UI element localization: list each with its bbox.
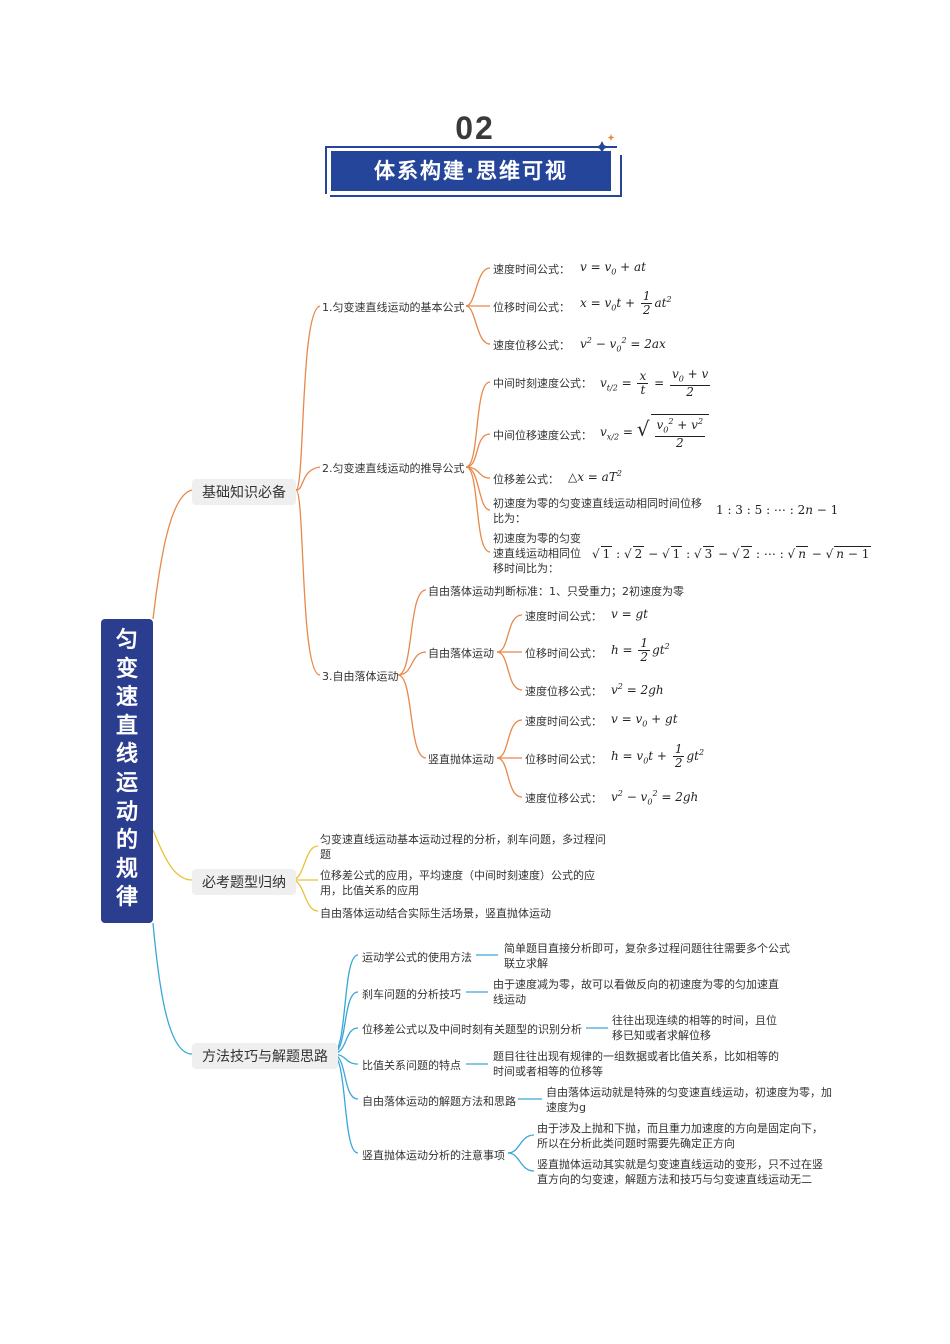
- vert-vx-label: 速度位移公式：: [525, 792, 602, 805]
- vert-vt-formula: v = v0 + gt: [611, 712, 678, 729]
- vx-formula: v2 − v02 = 2ax: [580, 336, 666, 354]
- mid-time-label: 中间时刻速度公式：: [493, 377, 592, 390]
- mid-pos-label: 中间位移速度公式：: [493, 429, 592, 442]
- vert-vt-label: 速度时间公式：: [525, 715, 602, 728]
- method-detail: 由于速度减为零，故可以看做反向的初速度为零的匀加速直线运动: [493, 978, 779, 1006]
- delta-formula: △x = aT2: [568, 469, 622, 484]
- method-detail: 往往出现连续的相等的时间，且位移已知或者求解位移: [612, 1014, 777, 1042]
- method-detail-2: 竖直抛体运动其实就是匀变速直线运动的变形，只不过在竖直方向的匀变速，解题方法和技…: [537, 1158, 823, 1186]
- section-number: 02: [455, 110, 495, 146]
- method-label[interactable]: 刹车问题的分析技巧: [362, 988, 461, 1001]
- branch-basics[interactable]: 基础知识必备: [192, 479, 296, 505]
- ff-vt-label: 速度时间公式：: [525, 610, 602, 623]
- root-label: 匀变速直线运动的规律: [115, 628, 138, 911]
- branch-exam[interactable]: 必考题型归纳: [192, 869, 296, 895]
- method-detail: 题目往往出现有规律的一组数据或者比值关系，比如相等的时间或者相等的位移等: [493, 1050, 779, 1078]
- method-detail: 自由落体运动就是特殊的匀变速直线运动，初速度为零，加速度为g: [546, 1086, 832, 1114]
- equal-time-label: 初速度为零的匀变速直线运动相同时间位移比为：: [493, 497, 702, 525]
- xt-label: 位移时间公式：: [493, 301, 570, 314]
- derived-formulas-node[interactable]: 2.匀变速直线运动的推导公式: [322, 462, 465, 475]
- method-detail: 由于涉及上抛和下抛，而且重力加速度的方向是固定向下，所以在分析此类问题时需要先确…: [537, 1122, 823, 1150]
- exam-item: 位移差公式的应用，平均速度（中间时刻速度）公式的应用，比值关系的应用: [320, 869, 595, 897]
- equal-disp-label: 初速度为零的匀变速直线运动相同位移时间比为：: [493, 532, 581, 575]
- ff-vt-formula: v = gt: [611, 607, 648, 621]
- banner-frame-bottom: [330, 155, 622, 197]
- method-label[interactable]: 运动学公式的使用方法: [362, 951, 472, 964]
- method-label[interactable]: 位移差公式以及中间时刻有关题型的识别分析: [362, 1023, 582, 1036]
- vt-formula: v = v0 + at: [580, 260, 647, 277]
- vx-label: 速度位移公式：: [493, 339, 570, 352]
- ff-vx-formula: v2 = 2gh: [611, 682, 664, 697]
- banner-title: 体系构建·思维可视: [331, 151, 611, 191]
- vert-xt-label: 位移时间公式：: [525, 753, 602, 766]
- banner-frame: [325, 146, 617, 194]
- equal-disp-formula: √1 : √2 − √1 : √3 − √2 : ⋯ : √n − √n − 1: [592, 546, 872, 561]
- vertical-node[interactable]: 竖直抛体运动: [428, 753, 494, 766]
- free-fall-node[interactable]: 3.自由落体运动: [322, 670, 399, 683]
- branch-methods[interactable]: 方法技巧与解题思路: [192, 1043, 338, 1069]
- vert-vx-formula: v2 − v02 = 2gh: [611, 789, 699, 807]
- method-label[interactable]: 自由落体运动的解题方法和思路: [362, 1095, 516, 1108]
- equal-time-formula: 1 : 3 : 5 : ⋯ : 2n − 1: [716, 503, 839, 517]
- method-detail: 简单题目直接分析即可，复杂多过程问题往往需要多个公式联立求解: [504, 942, 790, 970]
- free-fall-criterion: 自由落体运动判断标准：1、只受重力；2初速度为零: [428, 585, 684, 598]
- exam-item: 自由落体运动结合实际生活场景，竖直抛体运动: [320, 907, 551, 920]
- basic-formulas-node[interactable]: 1.匀变速直线运动的基本公式: [322, 301, 465, 314]
- ff-node[interactable]: 自由落体运动: [428, 647, 494, 660]
- ff-xt-label: 位移时间公式：: [525, 647, 602, 660]
- method-label[interactable]: 比值关系问题的特点: [362, 1059, 461, 1072]
- vt-label: 速度时间公式：: [493, 263, 570, 276]
- exam-item: 匀变速直线运动基本运动过程的分析，刹车问题，多过程问题: [320, 833, 606, 861]
- root-node[interactable]: 匀变速直线运动的规律: [101, 619, 153, 923]
- method-label[interactable]: 竖直抛体运动分析的注意事项: [362, 1149, 505, 1162]
- delta-label: 位移差公式：: [493, 473, 559, 486]
- ff-vx-label: 速度位移公式：: [525, 685, 602, 698]
